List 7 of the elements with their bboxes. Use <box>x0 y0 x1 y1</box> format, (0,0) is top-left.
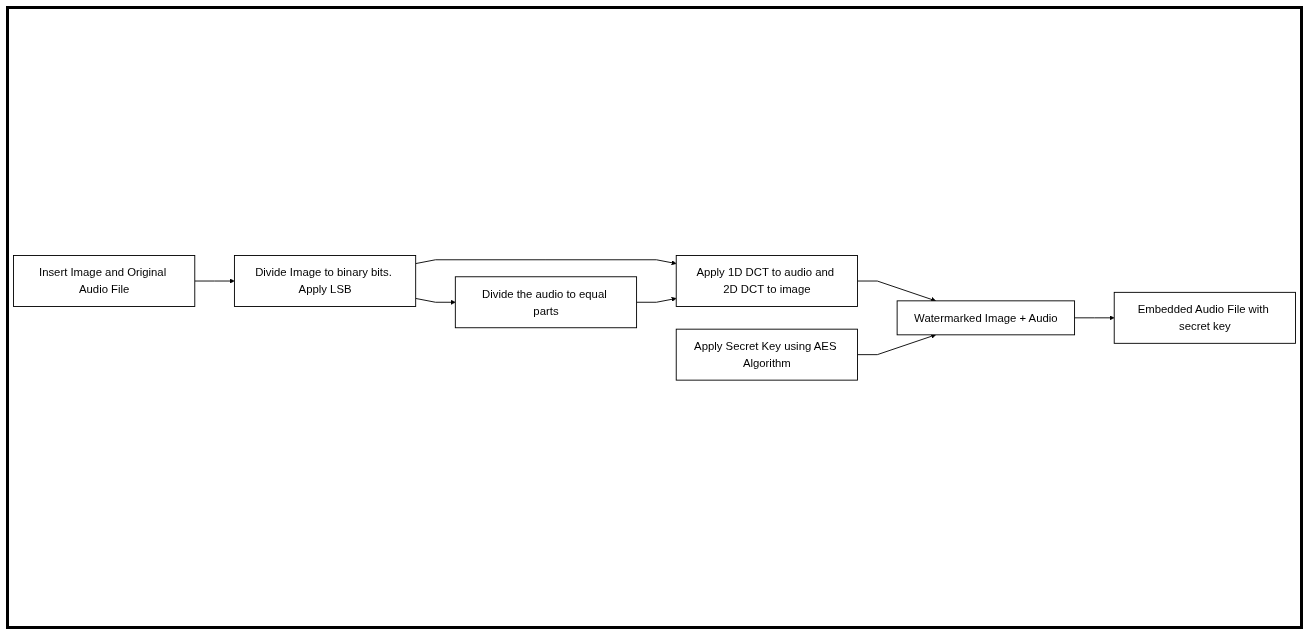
node-box: Watermarked Image + Audio <box>896 300 1076 335</box>
node-box: Divide the audio to equal parts <box>454 275 638 328</box>
node-box: Apply 1D DCT to audio and 2D DCT to image <box>675 254 858 307</box>
node-box: Divide Image to binary bits. Apply LSB <box>233 254 417 307</box>
node-box: Embedded Audio File with secret key <box>1113 291 1296 344</box>
node-box: Apply Secret Key using AES Algorithm <box>675 328 858 381</box>
node-box: Insert Image and Original Audio File <box>13 254 196 307</box>
